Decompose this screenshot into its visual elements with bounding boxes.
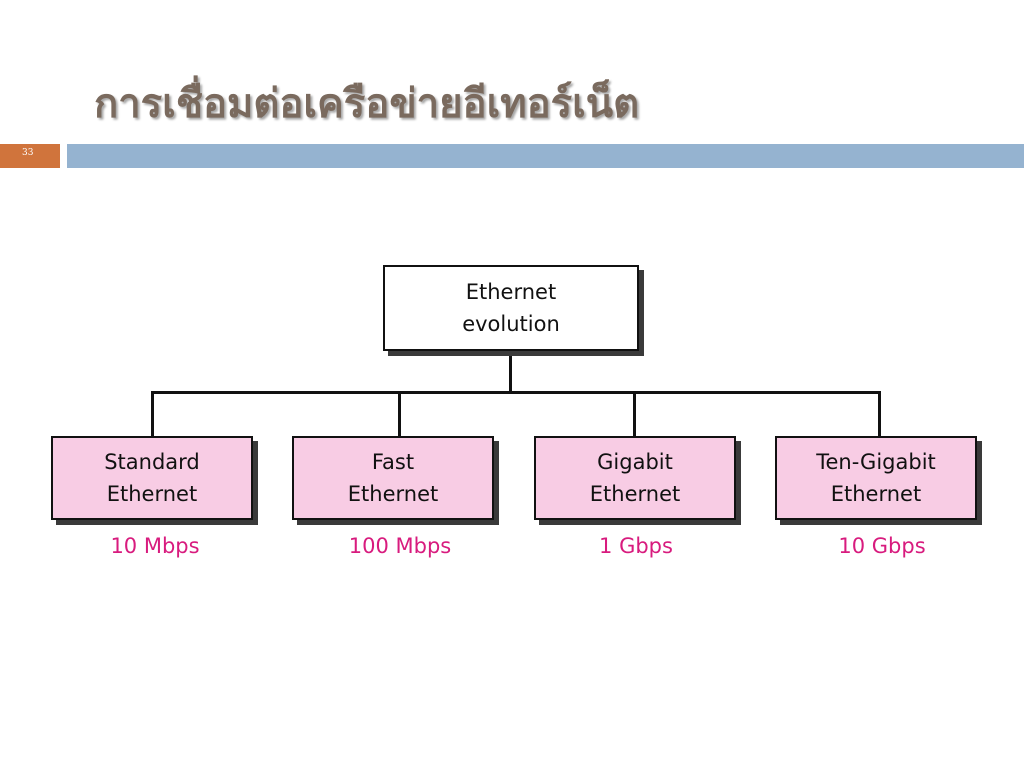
node-label: Standard Ethernet	[104, 450, 200, 506]
node-root: Ethernet evolution	[383, 265, 639, 351]
node-gigabit-ethernet: Gigabit Ethernet	[534, 436, 736, 520]
connector-horizontal-bus	[151, 391, 881, 394]
speed-label-standard: 10 Mbps	[110, 534, 200, 558]
node-standard-ethernet: Standard Ethernet	[51, 436, 253, 520]
connector-child-2	[633, 391, 636, 437]
connector-root-stem	[509, 351, 512, 393]
connector-child-0	[151, 391, 154, 437]
node-label: Gigabit Ethernet	[589, 450, 681, 506]
node-label: Ten-Gigabit Ethernet	[816, 450, 936, 506]
slide-title: การเชื่อมต่อเครือข่ายอีเทอร์เน็ต	[94, 81, 640, 127]
title-accent-bar	[67, 144, 1024, 168]
node-fast-ethernet: Fast Ethernet	[292, 436, 494, 520]
node-label: Fast Ethernet	[347, 450, 439, 506]
speed-label-fast: 100 Mbps	[348, 534, 452, 558]
node-ten-gigabit-ethernet: Ten-Gigabit Ethernet	[775, 436, 977, 520]
connector-child-3	[878, 391, 881, 437]
speed-label-gigabit: 1 Gbps	[599, 534, 673, 558]
connector-child-1	[398, 391, 401, 437]
slide-number: 33	[22, 148, 34, 158]
node-root-label: Ethernet evolution	[462, 280, 560, 336]
slide-number-badge: 33	[0, 144, 60, 168]
speed-label-ten-gigabit: 10 Gbps	[838, 534, 926, 558]
